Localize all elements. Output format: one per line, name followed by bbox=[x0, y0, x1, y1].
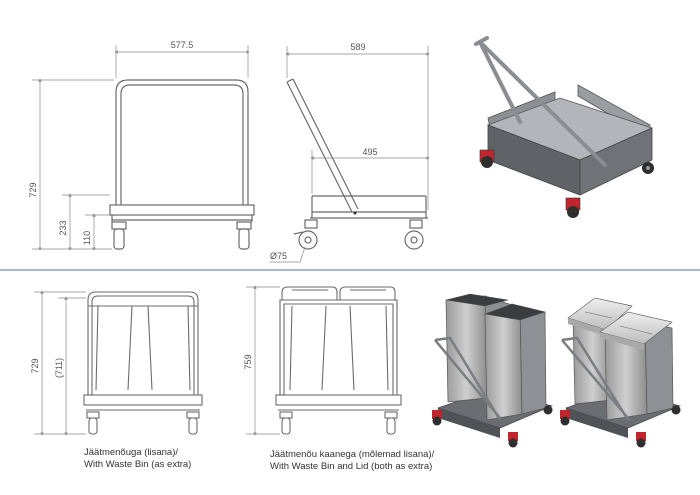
lid-cart-drawing bbox=[275, 286, 402, 435]
dim-lid-height-total: 759 bbox=[243, 354, 253, 369]
side-view-dimensions bbox=[270, 46, 430, 263]
caption-lid-et: Jäätmenõu kaanega (mõlemad lisana)/ bbox=[270, 449, 435, 460]
caption-bin-en: With Waste Bin (as extra) bbox=[84, 459, 192, 470]
caption-lid: Jäätmenõu kaanega (mõlemad lisana)/ With… bbox=[270, 449, 434, 473]
cart-3d-render bbox=[474, 36, 654, 218]
side-view-marker bbox=[353, 211, 357, 215]
bin-cart-3d-render bbox=[432, 293, 554, 448]
dim-bin-height-total: 729 bbox=[30, 358, 40, 373]
side-view-drawing bbox=[286, 78, 428, 250]
caption-bin: Jäätmenõuga (lisana)/ With Waste Bin (as… bbox=[84, 447, 191, 471]
dim-side-depth: 495 bbox=[362, 147, 377, 157]
lid-cart-3d-render bbox=[560, 297, 682, 448]
lid-cart-dimensions bbox=[246, 285, 280, 436]
dim-side-width: 589 bbox=[350, 42, 365, 52]
dim-wheel-diameter: Ø75 bbox=[270, 251, 287, 261]
caption-lid-en: With Waste Bin and Lid (both as extra) bbox=[270, 461, 433, 472]
dim-total-height: 729 bbox=[28, 182, 38, 197]
dim-front-width: 577.5 bbox=[171, 40, 194, 50]
bin-cart-drawing bbox=[83, 291, 203, 435]
front-view-dimensions bbox=[32, 45, 250, 251]
dim-deck-height: 110 bbox=[82, 231, 92, 245]
dim-bin-height-inner: (711) bbox=[54, 358, 64, 378]
caption-bin-et: Jäätmenõuga (lisana)/ bbox=[84, 447, 178, 458]
bin-cart-dimensions bbox=[34, 290, 86, 436]
dim-frame-height: 233 bbox=[58, 220, 68, 235]
front-view-drawing bbox=[109, 79, 255, 250]
